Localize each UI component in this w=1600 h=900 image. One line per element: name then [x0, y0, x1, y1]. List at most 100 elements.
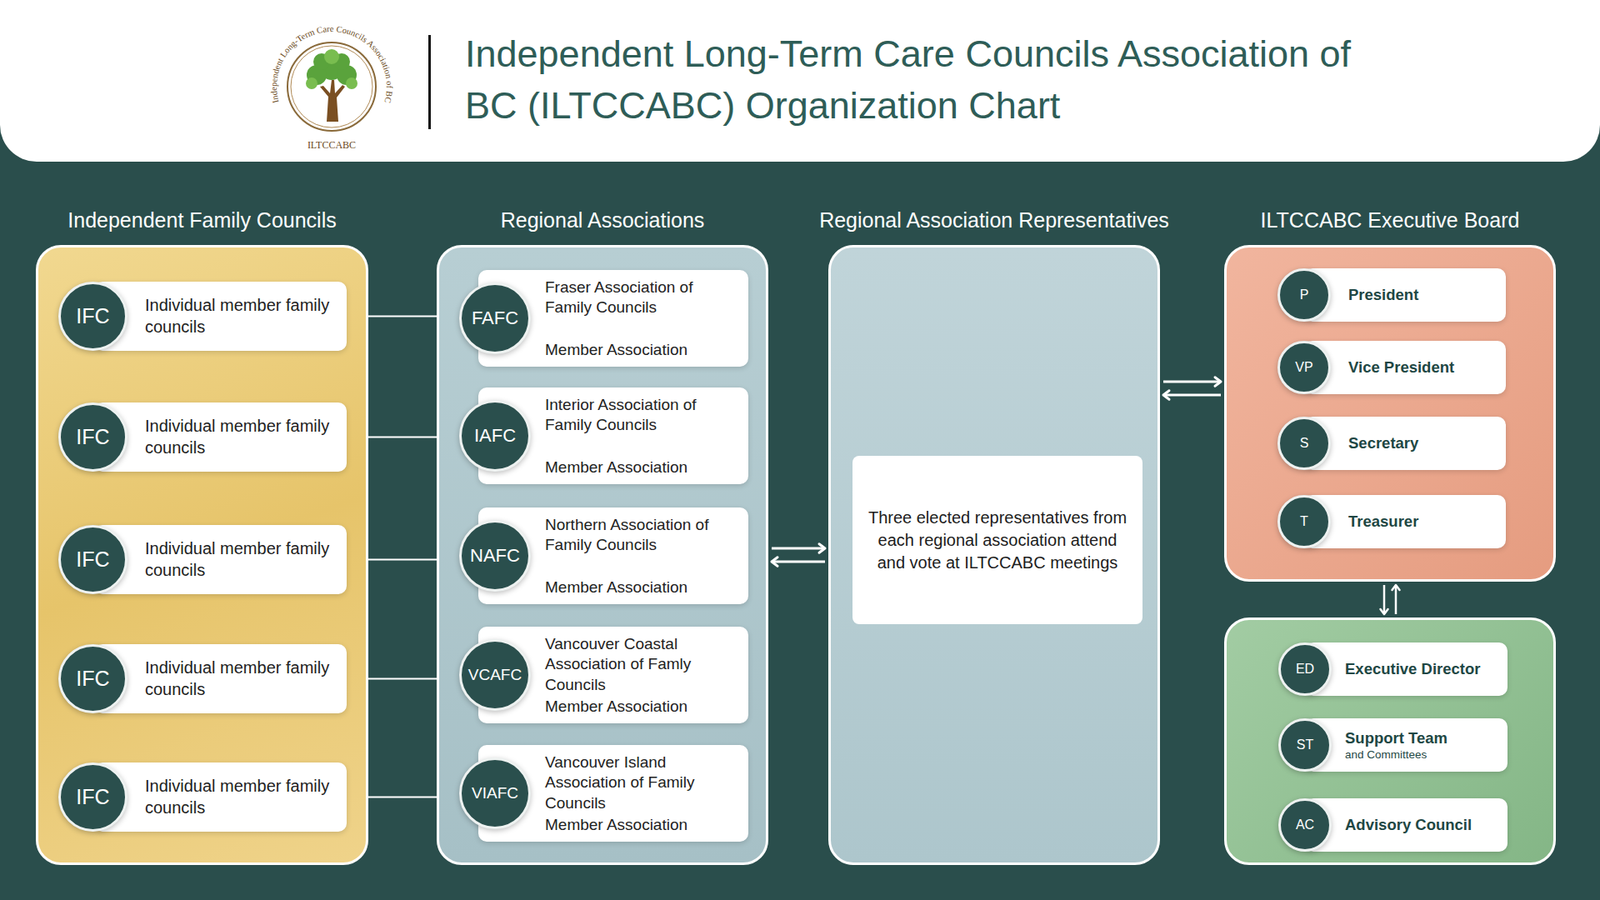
group-panel: Independent Family CouncilsIFCIndividual… — [35, 245, 369, 865]
text-column: President — [1348, 268, 1501, 322]
arrow-head — [1215, 377, 1221, 387]
abbreviation-circle: VCAFC — [459, 639, 531, 711]
abbreviation: ED — [1295, 661, 1315, 677]
note-text: Three elected representatives from each … — [864, 506, 1131, 575]
abbreviation: S — [1300, 435, 1310, 451]
member-node: ST Support Teamand Committees — [1278, 718, 1508, 772]
text-column: Individual member family councils — [145, 762, 337, 832]
group-panel: Regional Association RepresentativesThre… — [828, 245, 1160, 865]
connector-line — [1163, 380, 1221, 384]
arrow-head — [1380, 609, 1389, 615]
abbreviation-circle: IFC — [58, 762, 128, 832]
logo-ring — [287, 42, 376, 131]
member-node: NAFC Northern Association of Family Counc… — [459, 507, 749, 605]
logo-abbreviation: ILTCCABC — [307, 139, 356, 151]
pill-background — [94, 644, 347, 714]
node-sublabel: Member Association — [545, 457, 744, 478]
panel-heading: Regional Associations — [414, 204, 791, 236]
connector-line — [771, 547, 825, 550]
node-label: Individual member family councils — [145, 295, 337, 338]
group-panel: ED Executive DirectorST Support Teamand Co… — [1224, 617, 1556, 865]
node-sublabel: Member Association — [545, 577, 744, 598]
node-label: President — [1348, 285, 1501, 305]
abbreviation: AC — [1295, 817, 1315, 833]
node-sublabel: and Committees — [1345, 747, 1503, 762]
panel-heading: Regional Association Representatives — [805, 204, 1183, 236]
node-label: Interior Association of Family Councils — [545, 395, 744, 436]
logo: Independent Long-Term Care Councils Asso… — [265, 20, 399, 154]
node-label: Individual member family councils — [145, 775, 337, 819]
abbreviation: IFC — [75, 304, 110, 329]
node-label: Individual member family councils — [145, 657, 337, 700]
note-box: Three elected representatives from each … — [852, 455, 1143, 625]
node-label: Vice President — [1348, 357, 1501, 378]
abbreviation-circle: IAFC — [459, 400, 531, 472]
abbreviation: IFC — [75, 425, 110, 450]
abbreviation-circle: IFC — [58, 644, 128, 714]
node-label: Northern Association of Family Councils — [545, 515, 744, 556]
node-label: Individual member family councils — [145, 538, 337, 581]
header-divider — [428, 35, 431, 130]
text-column: Support Teamand Committees — [1345, 718, 1503, 772]
text-column: Interior Association of Family CouncilsM… — [545, 387, 744, 485]
member-node: FAFCFraser Association of Family Council… — [459, 270, 749, 367]
abbreviation: P — [1300, 287, 1310, 303]
member-node: IFCIndividual member family councils — [58, 525, 347, 595]
member-node: IAFC Interior Association of Family Counc… — [459, 387, 749, 485]
node-label: Executive Director — [1345, 659, 1503, 680]
abbreviation-circle: S — [1277, 416, 1331, 470]
text-column: Northern Association of Family CouncilsM… — [545, 507, 744, 605]
node-label: Advisory Council — [1345, 815, 1503, 835]
connector-line — [1163, 394, 1221, 397]
abbreviation: NAFC — [470, 545, 520, 567]
member-node: IFC Individual member family councils — [58, 281, 347, 351]
logo-ring-label: Independent Long-Term Care Councils Asso… — [269, 24, 395, 105]
arrow-head — [1163, 390, 1170, 400]
abbreviation: T — [1300, 514, 1309, 530]
member-node: P President — [1277, 268, 1506, 322]
abbreviation: ST — [1296, 737, 1314, 753]
abbreviation-circle: IFC — [58, 402, 128, 472]
logo-ring-text: Independent Long-Term Care Councils Asso… — [269, 24, 395, 105]
node-label: Secretary — [1348, 433, 1501, 454]
text-column: Fraser Association of Family CouncilsMem… — [545, 270, 744, 367]
member-node: IFC Individual member family councils — [58, 762, 347, 832]
text-column: Individual member family councils — [145, 525, 337, 595]
abbreviation-circle: T — [1277, 495, 1331, 549]
node-sublabel: Member Association — [545, 340, 744, 360]
node-label: Vancouver Coastal Association of Famly C… — [545, 634, 744, 695]
group-panel: ILTCCABC Executive BoardPPresidentVPVice… — [1224, 245, 1556, 582]
node-sublabel: Member Association — [545, 696, 744, 717]
pill-background — [94, 281, 347, 351]
member-node: IFC Individual member family councils — [58, 402, 347, 472]
text-column: Individual member family councils — [145, 402, 337, 472]
panel-heading: Independent Family Councils — [13, 204, 391, 236]
arrow-head — [1392, 585, 1400, 590]
abbreviation: VCAFC — [468, 665, 522, 685]
pill-background — [94, 762, 347, 832]
logo-inner-ring — [290, 45, 373, 128]
text-column: Vancouver Island Association of Family C… — [545, 745, 744, 842]
abbreviation-circle: FAFC — [459, 282, 531, 355]
abbreviation: IFC — [75, 666, 110, 691]
abbreviation-circle: ST — [1278, 718, 1332, 772]
member-node: S Secretary — [1277, 416, 1506, 470]
text-column: Secretary — [1348, 416, 1501, 470]
abbreviation-circle: ED — [1278, 642, 1332, 696]
arrow-head — [819, 544, 825, 554]
abbreviation-circle: IFC — [58, 281, 128, 351]
text-column: Individual member family councils — [145, 281, 337, 351]
node-sublabel: Member Association — [545, 815, 744, 835]
pill-background — [94, 402, 347, 472]
abbreviation-circle: P — [1277, 268, 1331, 322]
connector — [1380, 585, 1400, 615]
abbreviation: VIAFC — [471, 784, 519, 803]
abbreviation: IAFC — [474, 425, 516, 447]
pill-background — [94, 525, 347, 595]
abbreviation-circle: AC — [1278, 798, 1332, 852]
connector — [771, 544, 825, 567]
member-node: VPVice President — [1277, 340, 1506, 395]
text-column: Advisory Council — [1345, 798, 1503, 852]
node-label: Support Team — [1345, 728, 1503, 749]
